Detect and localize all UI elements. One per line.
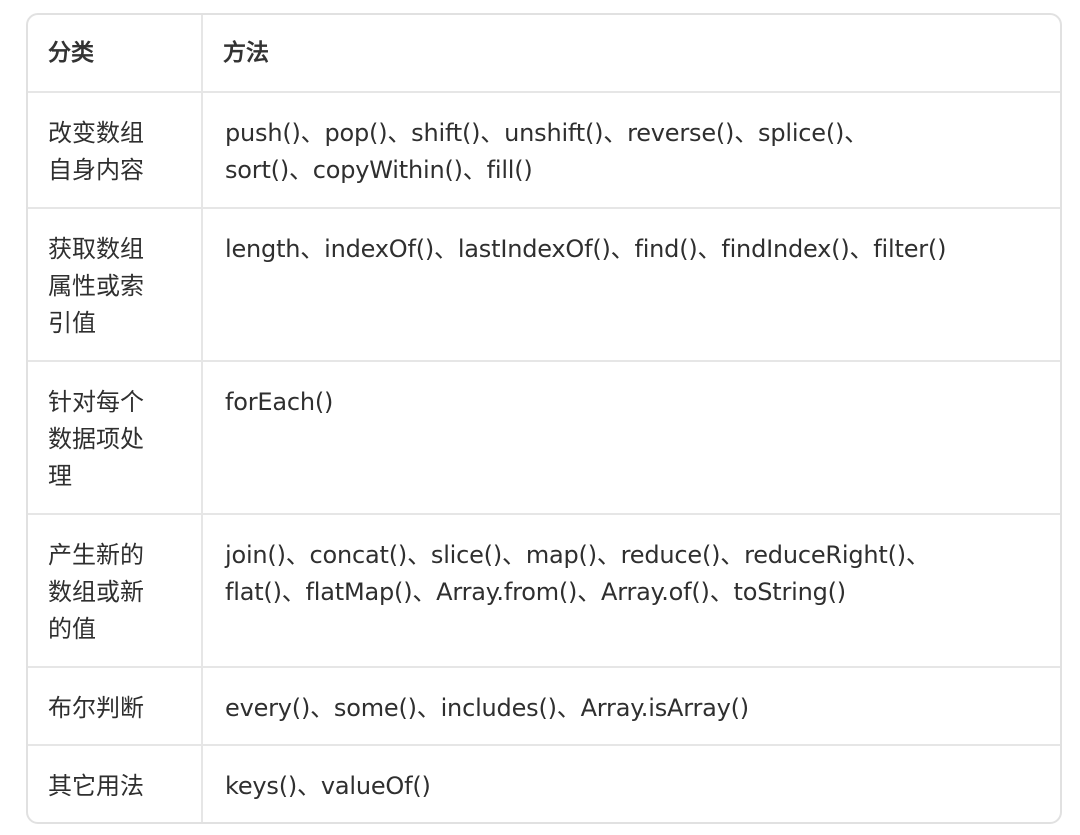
methods-line: push()、pop()、shift()、unshift()、reverse()…	[225, 119, 868, 147]
methods-line: forEach()	[225, 388, 334, 416]
header-category: 分类	[28, 15, 203, 93]
category-line: 自身内容	[48, 156, 144, 184]
methods-cell: every()、some()、includes()、Array.isArray(…	[202, 667, 1060, 746]
methods-line: every()、some()、includes()、Array.isArray(…	[225, 694, 749, 722]
array-methods-table: 分类 方法 改变数组 自身内容 push()、pop()、shift()、uns…	[28, 15, 1060, 822]
category-cell: 改变数组 自身内容	[28, 92, 203, 209]
category-cell: 针对每个 数据项处 理	[28, 361, 203, 515]
methods-cell: keys()、valueOf()	[202, 745, 1060, 822]
table-row: 产生新的 数组或新 的值 join()、concat()、slice()、map…	[28, 514, 1060, 668]
category-cell: 其它用法	[28, 745, 203, 822]
category-cell: 获取数组 属性或索 引值	[28, 208, 203, 362]
category-line: 产生新的	[48, 541, 144, 569]
methods-line: length、indexOf()、lastIndexOf()、find()、fi…	[225, 235, 947, 263]
category-line: 的值	[48, 615, 96, 643]
methods-line: flat()、flatMap()、Array.from()、Array.of()…	[225, 578, 846, 606]
methods-line: sort()、copyWithin()、fill()	[225, 156, 533, 184]
category-line: 数组或新	[48, 578, 144, 606]
category-line: 获取数组	[48, 235, 144, 263]
table-row: 改变数组 自身内容 push()、pop()、shift()、unshift()…	[28, 92, 1060, 209]
category-line: 属性或索	[48, 272, 144, 300]
header-methods: 方法	[202, 15, 1060, 93]
category-line: 其它用法	[48, 772, 144, 800]
methods-cell: push()、pop()、shift()、unshift()、reverse()…	[202, 92, 1060, 209]
methods-cell: length、indexOf()、lastIndexOf()、find()、fi…	[202, 208, 1060, 362]
table-header-row: 分类 方法	[28, 15, 1060, 93]
category-line: 数据项处	[48, 425, 144, 453]
array-methods-table-container: 分类 方法 改变数组 自身内容 push()、pop()、shift()、uns…	[26, 13, 1062, 824]
category-line: 理	[48, 462, 72, 490]
methods-line: join()、concat()、slice()、map()、reduce()、r…	[225, 541, 930, 569]
table-row: 针对每个 数据项处 理 forEach()	[28, 361, 1060, 515]
category-line: 布尔判断	[48, 694, 144, 722]
category-line: 针对每个	[48, 388, 144, 416]
methods-cell: forEach()	[202, 361, 1060, 515]
category-line: 引值	[48, 309, 96, 337]
table-row: 获取数组 属性或索 引值 length、indexOf()、lastIndexO…	[28, 208, 1060, 362]
category-cell: 布尔判断	[28, 667, 203, 746]
table-row: 布尔判断 every()、some()、includes()、Array.isA…	[28, 667, 1060, 746]
methods-cell: join()、concat()、slice()、map()、reduce()、r…	[202, 514, 1060, 668]
category-cell: 产生新的 数组或新 的值	[28, 514, 203, 668]
methods-line: keys()、valueOf()	[225, 772, 431, 800]
category-line: 改变数组	[48, 119, 144, 147]
table-row: 其它用法 keys()、valueOf()	[28, 745, 1060, 822]
